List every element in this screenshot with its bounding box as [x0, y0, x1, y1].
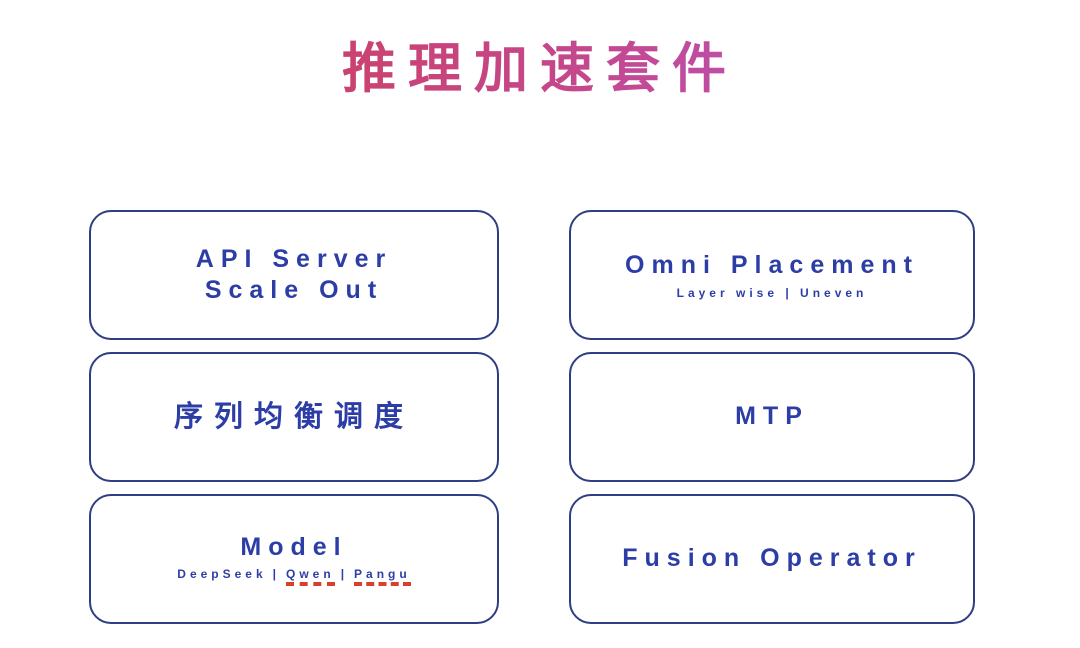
card-model: Model DeepSeek | Qwen | Pangu — [89, 494, 499, 624]
card-mtp-title: MTP — [735, 402, 809, 431]
card-fusion-operator: Fusion Operator — [569, 494, 975, 624]
card-omni-placement: Omni Placement Layer wise | Uneven — [569, 210, 975, 340]
card-omni-placement-subtitle: Layer wise | Uneven — [676, 285, 868, 300]
card-api-server-scale-out: API Server Scale Out — [89, 210, 499, 340]
model-separator-2: | — [340, 567, 349, 582]
card-api-server-line1: API Server — [195, 244, 393, 273]
card-sequence-balance-scheduling: 序列均衡调度 — [89, 352, 499, 482]
model-separator-1: | — [272, 567, 281, 582]
card-fusion-operator-title: Fusion Operator — [622, 544, 922, 573]
card-sequence-balance-title: 序列均衡调度 — [173, 400, 414, 433]
card-mtp: MTP — [569, 352, 975, 482]
card-api-server-line2: Scale Out — [204, 276, 384, 304]
page-title: 推理加速套件 — [0, 24, 1080, 103]
model-deepseek-label: DeepSeek — [177, 567, 267, 582]
card-omni-placement-title: Omni Placement — [625, 251, 919, 280]
model-qwen-label: Qwen — [286, 567, 335, 587]
model-pangu-label: Pangu — [354, 567, 411, 587]
cards-grid: API Server Scale Out Omni Placement Laye… — [89, 210, 975, 624]
card-model-title: Model — [240, 532, 348, 561]
card-model-subtitle: DeepSeek | Qwen | Pangu — [177, 567, 411, 587]
